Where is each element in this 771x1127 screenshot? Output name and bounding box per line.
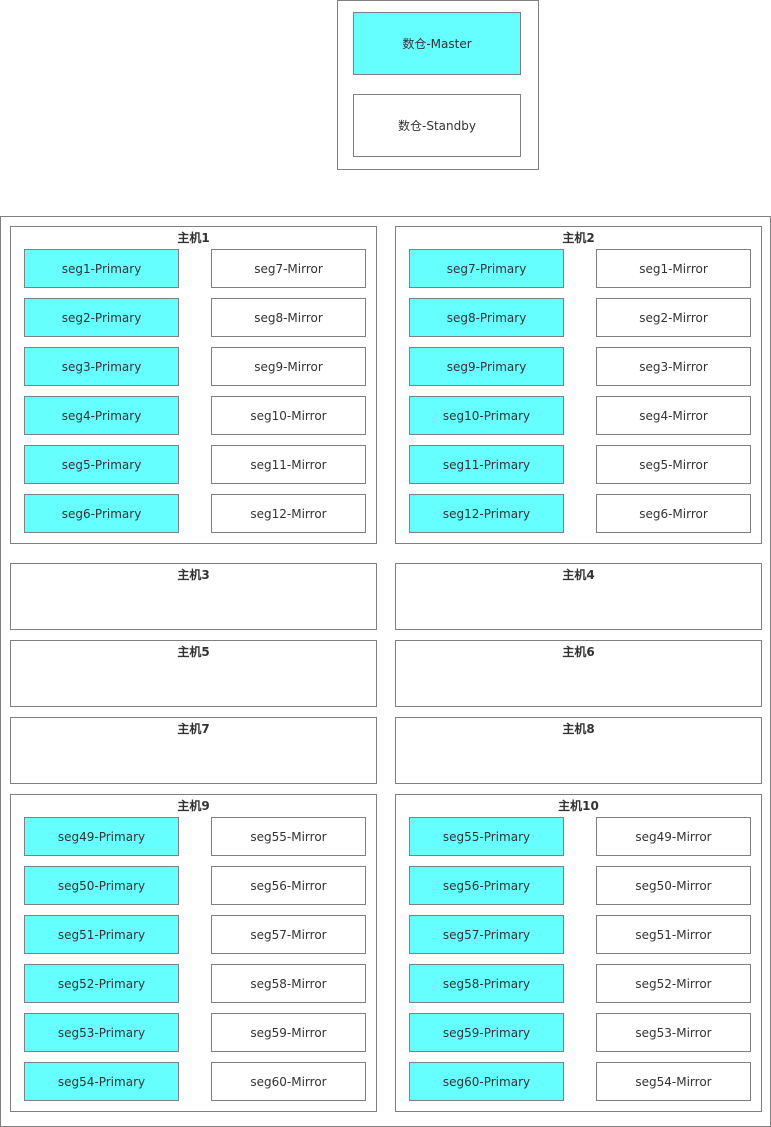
standby-node: 数仓-Standby (353, 94, 521, 157)
primary-segment: seg8-Primary (409, 298, 564, 337)
primary-segment: seg55-Primary (409, 817, 564, 856)
host-box: 主机3 (10, 563, 377, 630)
mirror-segment: seg10-Mirror (211, 396, 366, 435)
primary-segment: seg58-Primary (409, 964, 564, 1003)
primary-segment: seg59-Primary (409, 1013, 564, 1052)
host-title: 主机8 (562, 722, 595, 736)
primary-segment: seg56-Primary (409, 866, 564, 905)
mirror-segment: seg2-Mirror (596, 298, 751, 337)
mirror-segment: seg52-Mirror (596, 964, 751, 1003)
mirror-segment: seg57-Mirror (211, 915, 366, 954)
primary-segment: seg54-Primary (24, 1062, 179, 1101)
host-title: 主机4 (562, 568, 595, 582)
mirror-segment: seg51-Mirror (596, 915, 751, 954)
primary-segment: seg2-Primary (24, 298, 179, 337)
mirror-segment: seg50-Mirror (596, 866, 751, 905)
primary-segment: seg3-Primary (24, 347, 179, 386)
mirror-segment: seg49-Mirror (596, 817, 751, 856)
mirror-segment: seg55-Mirror (211, 817, 366, 856)
primary-segment: seg4-Primary (24, 396, 179, 435)
primary-segment: seg10-Primary (409, 396, 564, 435)
primary-segment: seg53-Primary (24, 1013, 179, 1052)
mirror-segment: seg6-Mirror (596, 494, 751, 533)
primary-segment: seg51-Primary (24, 915, 179, 954)
host-box: 主机8 (395, 717, 762, 784)
mirror-segment: seg3-Mirror (596, 347, 751, 386)
host-box: 主机9 seg49-Primary seg50-Primary seg51-Prima… (10, 794, 377, 1112)
mirror-segment: seg9-Mirror (211, 347, 366, 386)
host-title: 主机6 (562, 645, 595, 659)
master-group: 数仓-Master 数仓-Standby (337, 0, 539, 170)
primary-segment: seg9-Primary (409, 347, 564, 386)
mirror-segment: seg54-Mirror (596, 1062, 751, 1101)
host-box: 主机2 seg7-Primary seg8-Primary seg9-Primary s… (395, 226, 762, 544)
segment-cluster: 主机1 seg1-Primary seg2-Primary seg3-Primary s… (0, 216, 771, 1127)
primary-segment: seg52-Primary (24, 964, 179, 1003)
primary-segment: seg5-Primary (24, 445, 179, 484)
mirror-segment: seg11-Mirror (211, 445, 366, 484)
primary-segment: seg57-Primary (409, 915, 564, 954)
mirror-segment: seg59-Mirror (211, 1013, 366, 1052)
host-box: 主机4 (395, 563, 762, 630)
host-box: 主机5 (10, 640, 377, 707)
host-title: 主机1 (177, 231, 210, 245)
mirror-segment: seg8-Mirror (211, 298, 366, 337)
primary-segment: seg11-Primary (409, 445, 564, 484)
host-title: 主机9 (177, 799, 210, 813)
host-box: 主机1 seg1-Primary seg2-Primary seg3-Primary s… (10, 226, 377, 544)
primary-segment: seg60-Primary (409, 1062, 564, 1101)
primary-segment: seg7-Primary (409, 249, 564, 288)
mirror-segment: seg60-Mirror (211, 1062, 366, 1101)
host-box: 主机6 (395, 640, 762, 707)
primary-segment: seg49-Primary (24, 817, 179, 856)
primary-segment: seg6-Primary (24, 494, 179, 533)
host-box: 主机10 seg55-Primary seg56-Primary seg57-Prim… (395, 794, 762, 1112)
master-node: 数仓-Master (353, 12, 521, 75)
mirror-segment: seg5-Mirror (596, 445, 751, 484)
primary-segment: seg12-Primary (409, 494, 564, 533)
host-title: 主机5 (177, 645, 210, 659)
mirror-segment: seg7-Mirror (211, 249, 366, 288)
primary-segment: seg1-Primary (24, 249, 179, 288)
host-title: 主机2 (562, 231, 595, 245)
host-box: 主机7 (10, 717, 377, 784)
mirror-segment: seg53-Mirror (596, 1013, 751, 1052)
mirror-segment: seg4-Mirror (596, 396, 751, 435)
host-title: 主机7 (177, 722, 210, 736)
host-title: 主机3 (177, 568, 210, 582)
mirror-segment: seg58-Mirror (211, 964, 366, 1003)
mirror-segment: seg12-Mirror (211, 494, 366, 533)
primary-segment: seg50-Primary (24, 866, 179, 905)
mirror-segment: seg56-Mirror (211, 866, 366, 905)
host-title: 主机10 (558, 799, 599, 813)
mirror-segment: seg1-Mirror (596, 249, 751, 288)
